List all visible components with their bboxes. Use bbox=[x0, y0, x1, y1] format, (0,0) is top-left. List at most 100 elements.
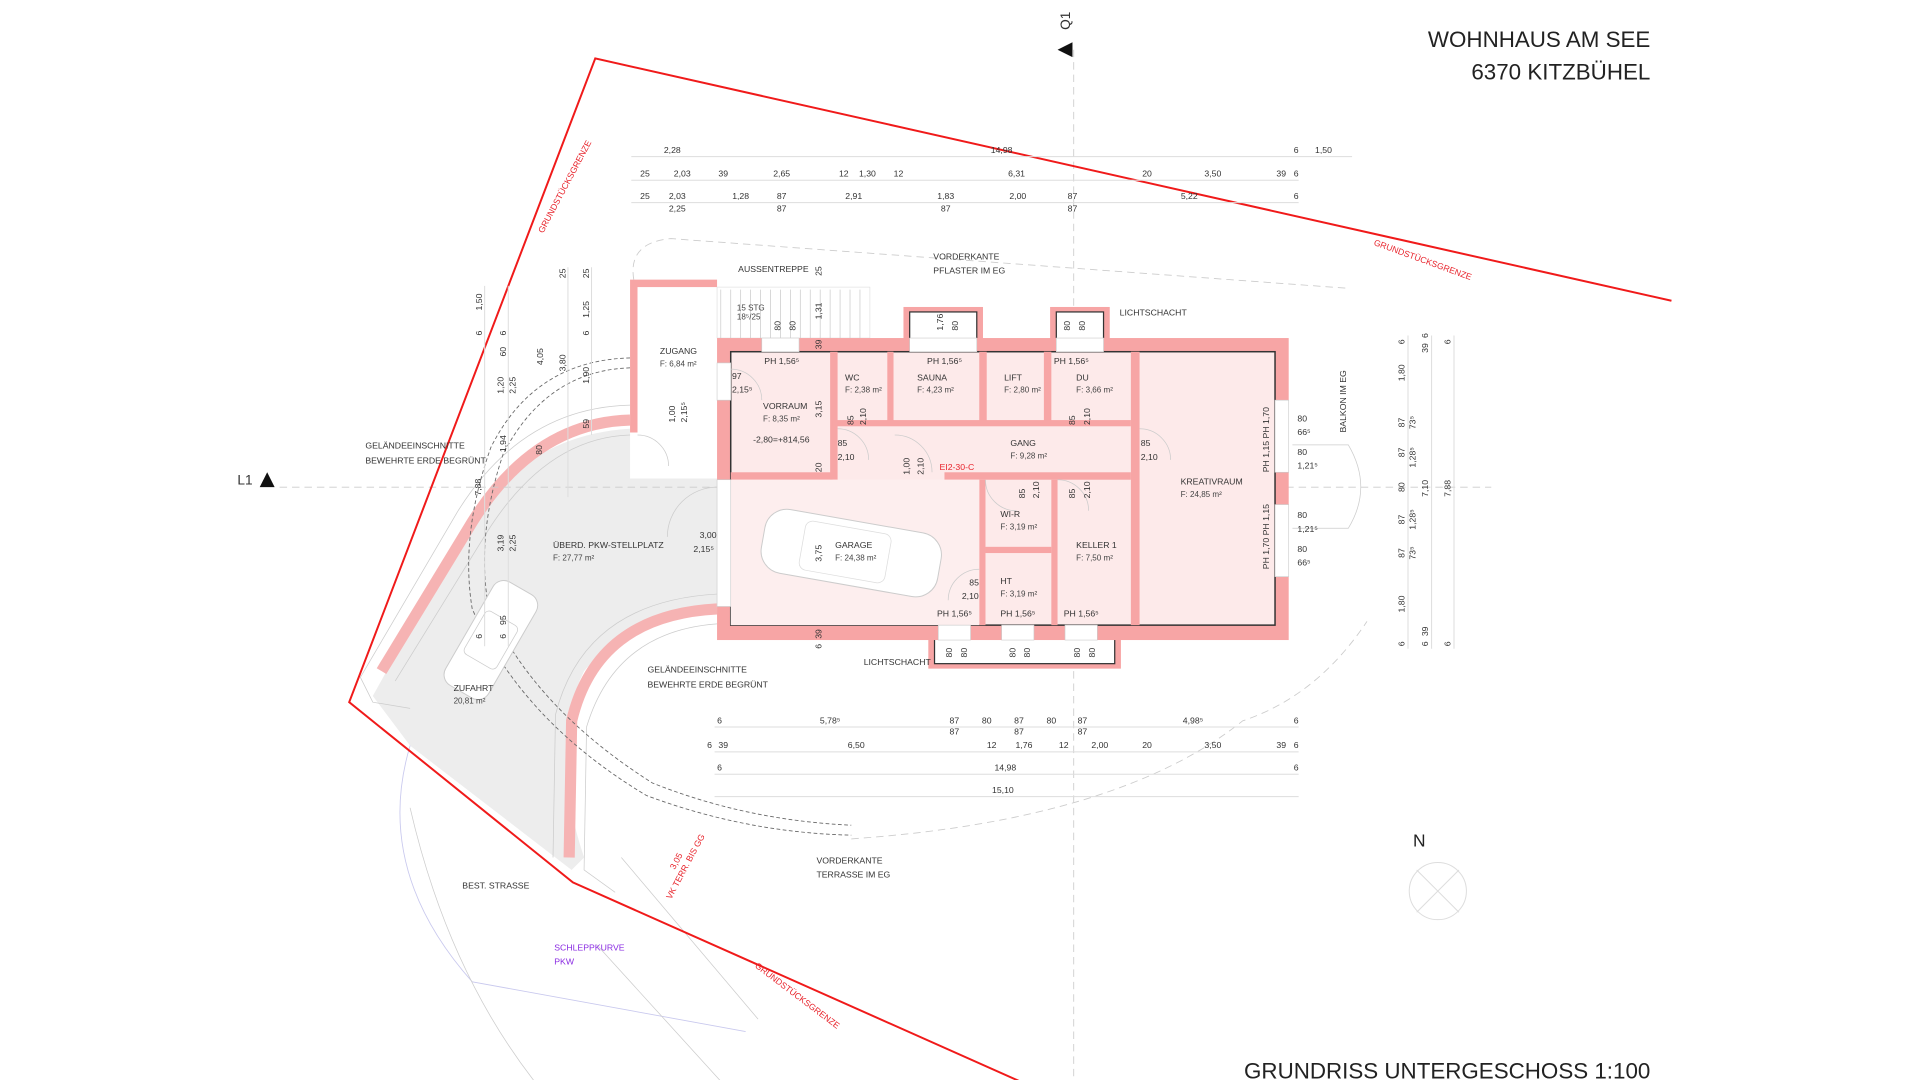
opening-dimension: 3,00 bbox=[700, 530, 717, 540]
opening-dimension: 85 bbox=[846, 415, 856, 425]
dimension-value: 15,10 bbox=[992, 785, 1014, 795]
dimension-value: 39 bbox=[1276, 168, 1286, 178]
opening-dimension: 80 bbox=[1297, 544, 1307, 554]
parked-car-drive bbox=[443, 580, 539, 701]
room-name: WI-R bbox=[1000, 509, 1020, 519]
room-name: VORRAUM bbox=[763, 401, 807, 411]
wall-dimension: 25 bbox=[813, 266, 823, 276]
section-marker-l1: L1 bbox=[237, 472, 275, 488]
dimension-value: 1,80 bbox=[1396, 595, 1406, 612]
dimension-value: 6 bbox=[1396, 339, 1406, 344]
dimension-value: 6 bbox=[474, 634, 484, 639]
dimension-value: 80 bbox=[1396, 482, 1406, 492]
opening-dimension: 85 bbox=[1017, 489, 1027, 499]
opening-dimension: 2,10 bbox=[915, 458, 925, 475]
wall-dimension: 39 bbox=[813, 339, 823, 349]
opening-dimension: 2,15⁵ bbox=[693, 544, 714, 554]
dimension-value: 7,10 bbox=[1420, 480, 1430, 497]
opening-dimension: 97 bbox=[732, 371, 742, 381]
lichtschacht-top-1-inner bbox=[909, 311, 978, 343]
opening-dimension: 80 bbox=[1297, 510, 1307, 520]
dimension-value: 2,00 bbox=[1091, 740, 1108, 750]
room-area: F: 6,84 m² bbox=[660, 360, 697, 369]
annotation-stairs-ratio: 18⁵/25 bbox=[737, 312, 761, 321]
dimension-value: 6 bbox=[1396, 641, 1406, 646]
annotation-gelaende-bottom-1: GELÄNDEEINSCHNITTE bbox=[647, 664, 747, 674]
retaining-wall-left-edge bbox=[359, 404, 631, 709]
wall-dimension: 80 bbox=[950, 321, 960, 331]
dimension-value: 73⁵ bbox=[1407, 416, 1417, 430]
dimension-value: 2,91 bbox=[845, 191, 862, 201]
dimension-value: 4,05 bbox=[535, 348, 545, 365]
dimension-value: 87 bbox=[950, 726, 960, 736]
wall-dimension: 80 bbox=[1022, 648, 1032, 658]
dimension-value: 39 bbox=[718, 740, 728, 750]
wall-dimension: 6 bbox=[813, 644, 823, 649]
dimension-value: 6 bbox=[1442, 641, 1452, 646]
annotation-strasse: BEST. STRASSE bbox=[462, 881, 529, 891]
annotation-gelaende-left-1: GELÄNDEEINSCHNITTE bbox=[365, 441, 465, 451]
opening-dimension: 1,21⁵ bbox=[1297, 524, 1318, 534]
dimension-value: 87 bbox=[950, 715, 960, 725]
dimension-value: 1,50 bbox=[1315, 145, 1332, 155]
room-name: KELLER 1 bbox=[1076, 540, 1117, 550]
dimension-value: 6 bbox=[1294, 740, 1299, 750]
annotation-pflaster-2: PFLASTER IM EG bbox=[933, 265, 1005, 275]
wall-dimension: 80 bbox=[1007, 648, 1017, 658]
room-area: F: 3,19 m² bbox=[1000, 522, 1037, 531]
room-area: F: 4,23 m² bbox=[917, 386, 954, 395]
room-name: LIFT bbox=[1004, 372, 1023, 382]
dimension-value: 3,80 bbox=[557, 354, 567, 371]
dimension-value: 6 bbox=[717, 715, 722, 725]
opening-dimension: 2,10 bbox=[962, 591, 979, 601]
room-name: HT bbox=[1000, 576, 1012, 586]
annotation-schleppkurve-1: SCHLEPPKURVE bbox=[554, 943, 625, 953]
dimension-value: 1,50 bbox=[474, 293, 484, 310]
dimension-value: 87 bbox=[1078, 715, 1088, 725]
dashed-outline-paving bbox=[632, 238, 1349, 289]
ceiling-height: PH 1,56⁵ bbox=[1000, 608, 1035, 618]
dimension-value: 3,50 bbox=[1204, 168, 1221, 178]
dimension-value: 87 bbox=[1396, 447, 1406, 457]
opening-dimension: 2,10 bbox=[838, 452, 855, 462]
dimension-value: 6 bbox=[498, 330, 508, 335]
dimension-value: 12 bbox=[839, 168, 849, 178]
ceiling-height: PH 1,56⁵ bbox=[937, 608, 972, 618]
dashed-outline-terrace bbox=[851, 621, 1368, 840]
room-name: DU bbox=[1076, 372, 1089, 382]
dimension-value: 6 bbox=[717, 763, 722, 773]
site-layer bbox=[279, 49, 1492, 1080]
room-area: F: 8,35 m² bbox=[763, 414, 800, 423]
room-name: GANG bbox=[1010, 438, 1036, 448]
room-area: F: 3,19 m² bbox=[1000, 590, 1037, 599]
dimension-value: 1,20 bbox=[495, 377, 505, 394]
opening-dimension: 2,15⁵ bbox=[679, 402, 689, 423]
dimension-value: 80 bbox=[1047, 715, 1057, 725]
dimension-value: 25 bbox=[557, 268, 567, 278]
dimension-value: 25 bbox=[640, 168, 650, 178]
opening-dimension: 1,00 bbox=[902, 458, 912, 475]
property-boundary bbox=[348, 57, 1672, 1080]
dimension-value: 39 bbox=[1420, 626, 1430, 636]
dimension-value: 6,50 bbox=[848, 740, 865, 750]
annotation-gelaende-bottom-2: BEWEHRTE ERDE BEGRÜNT bbox=[647, 679, 768, 689]
dimension-value: 87 bbox=[1014, 726, 1024, 736]
north-arrow: N bbox=[1408, 830, 1467, 921]
interior-walls bbox=[730, 351, 1140, 626]
room-name: WC bbox=[845, 372, 859, 382]
retaining-wall-bottom-edge bbox=[552, 593, 718, 893]
annotation-fire-door: EI2-30-C bbox=[939, 462, 974, 472]
annotation-terrasse-2: TERRASSE IM EG bbox=[816, 869, 890, 879]
opening-dimension: 2,10 bbox=[1031, 481, 1041, 498]
wall-dimension: 80 bbox=[944, 648, 954, 658]
dimension-value: 87 bbox=[1014, 715, 1024, 725]
dimension-value: 2,00 bbox=[1009, 191, 1026, 201]
retaining-wall-bottom bbox=[563, 603, 718, 858]
opening-dimension: 80 bbox=[1297, 447, 1307, 457]
ceiling-height: PH 1,56⁵ bbox=[1064, 608, 1099, 618]
opening-dimension: 2,15⁵ bbox=[732, 385, 753, 395]
dimension-value: 1,25 bbox=[581, 301, 591, 318]
wall-dimension: 3,15 bbox=[813, 401, 823, 418]
